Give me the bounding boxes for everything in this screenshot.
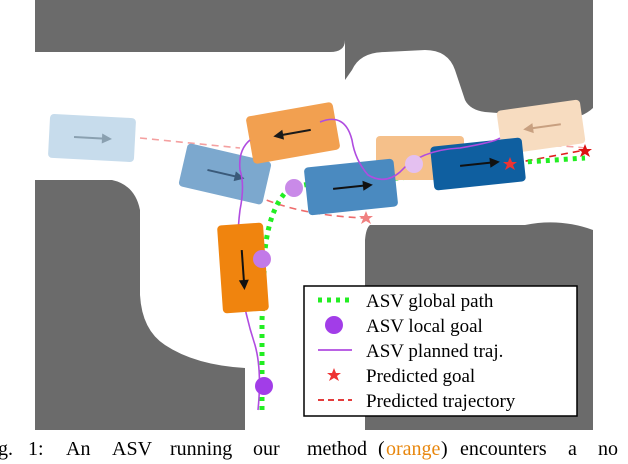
caption-word: our — [253, 438, 280, 460]
vessel-dark-blue — [430, 137, 526, 191]
predicted-goals — [359, 144, 592, 224]
legend-label-planned-traj: ASV planned traj. — [366, 341, 503, 362]
predicted-trajectory-1 — [139, 137, 241, 149]
asv-local-goals — [253, 155, 423, 395]
caption-word: encounters — [460, 438, 547, 460]
caption-highlight-orange: orange — [386, 438, 441, 460]
legend-label-predicted-goal: Predicted goal — [366, 366, 475, 387]
local-goal — [255, 377, 273, 395]
legend-label-predicted-traj: Predicted trajectory — [366, 391, 516, 412]
asv-own-vessel — [217, 222, 269, 314]
caption-word: running — [170, 438, 233, 460]
obstacle-vessels — [48, 99, 586, 216]
caption-paren-close: ) — [441, 438, 448, 460]
caption-word: An — [66, 438, 91, 460]
caption-word: a — [568, 438, 577, 460]
caption-word: 1: — [28, 438, 44, 460]
legend: ASV global path ASV local goal ASV plann… — [303, 285, 578, 417]
caption-paren-open: ( — [378, 438, 385, 460]
caption-word: no — [598, 438, 618, 460]
caption-word: ASV — [112, 438, 153, 460]
obstacle-top-right — [345, 0, 593, 119]
vessel-blue-center — [304, 158, 398, 216]
figure-caption: g. 1: An ASV running our method ( orange… — [0, 434, 628, 464]
legend-label-global-path: ASV global path — [366, 291, 494, 312]
local-goal — [405, 155, 423, 173]
predicted-goal-star — [578, 144, 592, 157]
vessel-light-blue — [48, 113, 136, 163]
caption-word: g. — [0, 438, 13, 460]
legend-local-goal-symbol — [325, 316, 343, 334]
obstacle-left — [35, 180, 245, 430]
predicted-goal-star — [359, 211, 373, 224]
predicted-trajectory-2 — [244, 189, 366, 219]
caption-word: method — [307, 438, 367, 460]
vessel-orange-top — [246, 102, 340, 164]
legend-box — [303, 285, 578, 417]
predicted-goal-star — [503, 157, 517, 170]
obstacle-top-left — [35, 0, 345, 52]
local-goal — [253, 250, 271, 268]
legend-label-local-goal: ASV local goal — [366, 316, 483, 337]
local-goal — [285, 179, 303, 197]
legend-predicted-goal-symbol — [327, 368, 341, 381]
